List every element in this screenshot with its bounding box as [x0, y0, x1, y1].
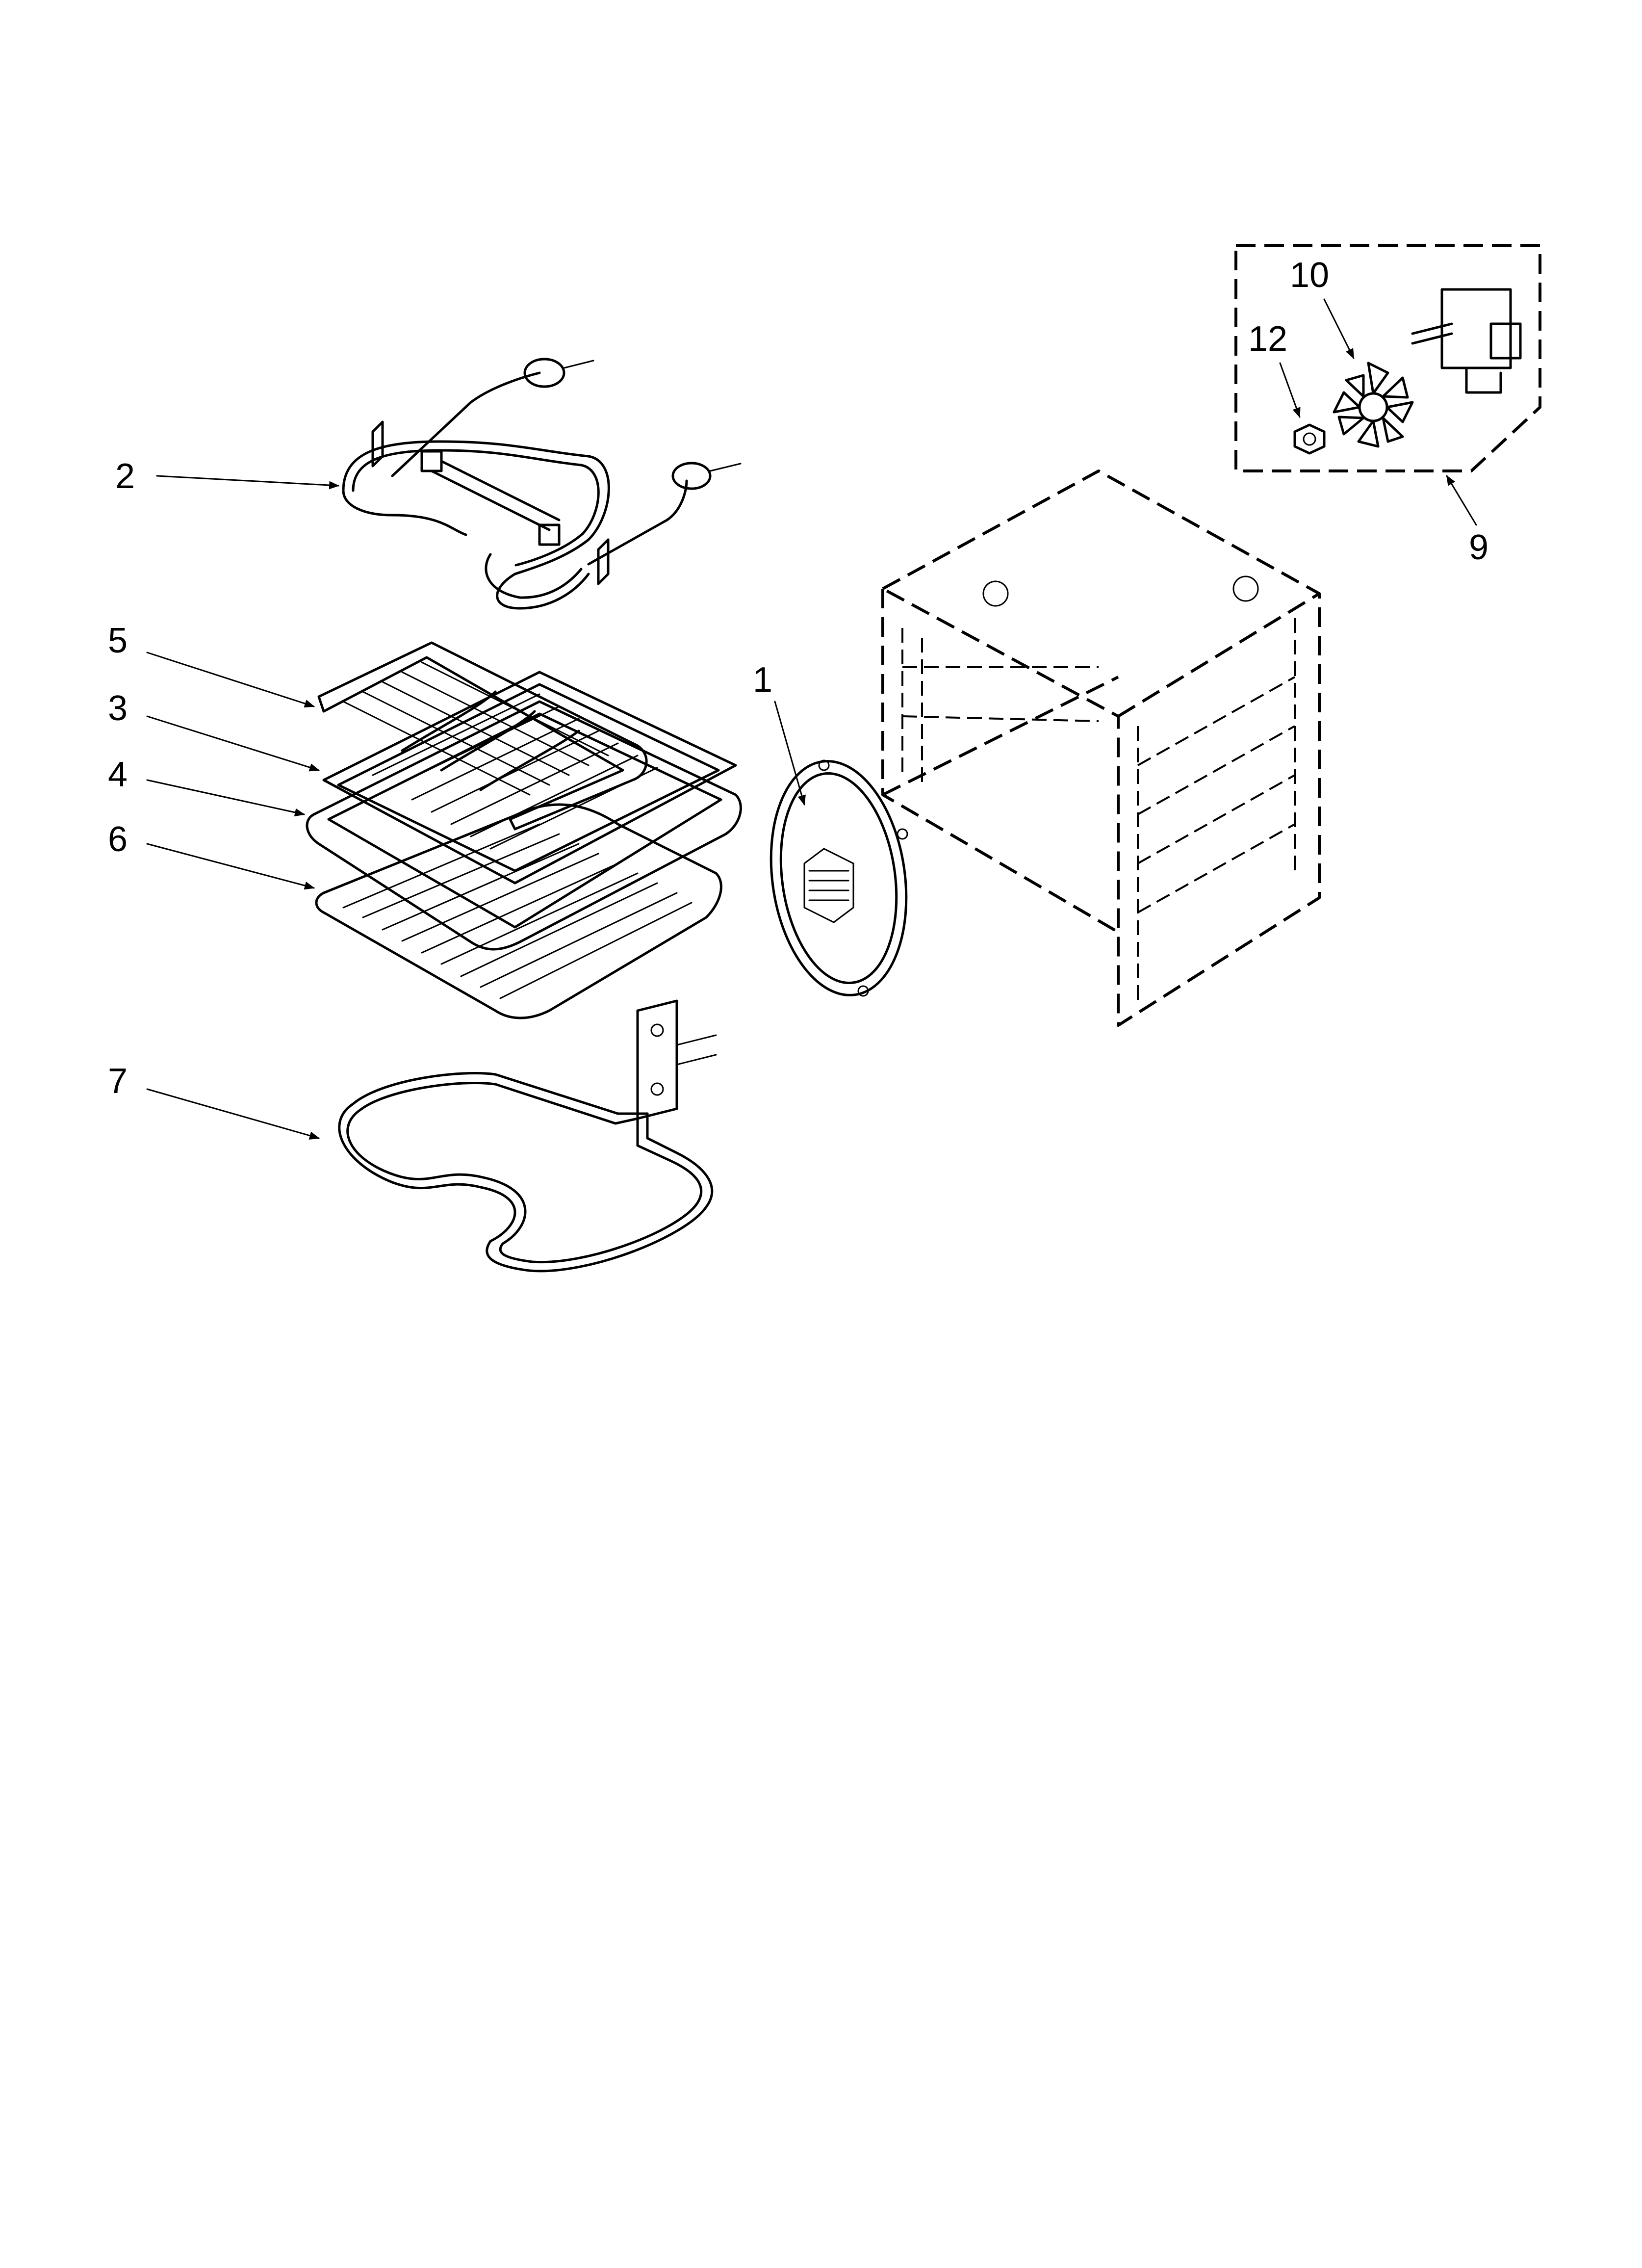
fan-blade-icon	[1333, 362, 1414, 448]
callout-7: 7	[108, 1062, 128, 1101]
convection-fan-motor-assembly-icon	[1234, 244, 1541, 472]
callout-6: 6	[108, 820, 128, 859]
broiler-pan-base-icon	[306, 700, 742, 951]
bake-element-icon	[338, 999, 717, 1273]
callout-2: 2	[115, 457, 135, 496]
nut-icon	[1293, 423, 1326, 455]
callout-9: 9	[1469, 528, 1488, 567]
broil-element-icon	[342, 358, 742, 610]
fan-cover-icon	[770, 759, 908, 997]
callout-4: 4	[108, 755, 128, 794]
callout-3: 3	[108, 689, 128, 728]
broiler-pan-icon	[322, 671, 737, 885]
callout-labels: 2 5 3 4 6 7 1 9 10 12	[108, 256, 1488, 1101]
callout-12: 12	[1248, 319, 1287, 359]
leader-arrows	[146, 298, 1477, 1140]
oven-cavity-icon	[881, 469, 1321, 1027]
callout-10: 10	[1290, 256, 1329, 295]
callout-1: 1	[753, 660, 772, 700]
roasting-rack-icon	[317, 641, 648, 831]
callout-5: 5	[108, 621, 128, 660]
oven-rack-icon	[315, 803, 722, 1019]
